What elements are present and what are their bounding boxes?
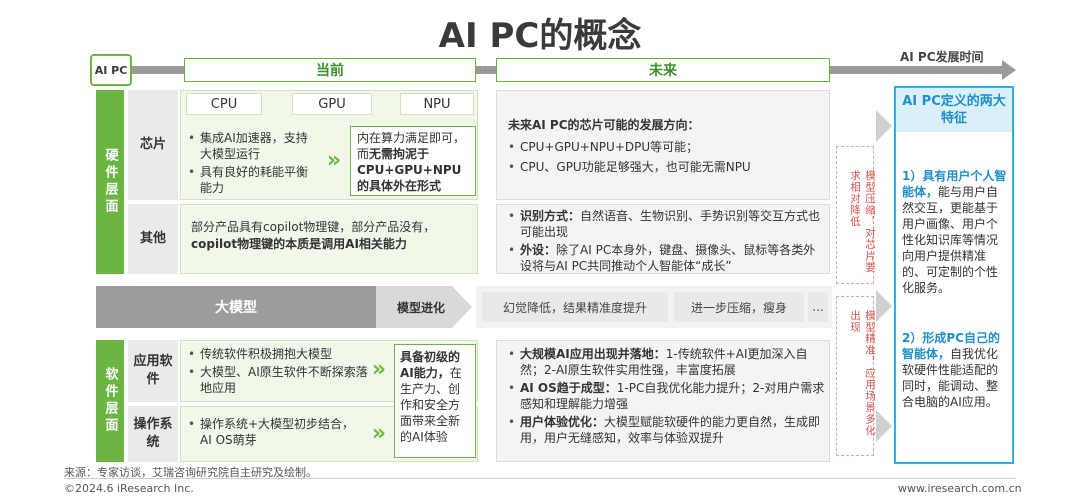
chevron-right-icon: » (326, 147, 342, 173)
chevron-right-icon: » (371, 356, 387, 382)
site-url: www.iresearch.com.cn (898, 482, 1022, 495)
chip-future-bullets: CPU+GPU+NPU+DPU等可能； CPU、GPU功能足够强大，也可能无需N… (508, 138, 824, 178)
software-future-bullets: 大规模AI应用出现并落地：1-传统软件+AI更加深入自然；2-AI原生软件实用性… (508, 346, 826, 448)
other-text-bold: copilot物理键的本质是调用AI相关能力 (191, 237, 407, 251)
chevron-right-icon: » (371, 420, 387, 446)
other-future-bullets: 识别方式：自然语音、生物识别、手势识别等交互方式也可能出现 外设：除了AI PC… (508, 208, 826, 276)
feature-2: 2）形成PC自己的智能体，自我优化软硬件性能适配的同时，能调动、整合电脑的AI应… (902, 330, 1008, 410)
side-note-box-bottom (836, 296, 874, 456)
chip-gpu: GPU (292, 93, 372, 115)
software-future-text: 1-PC自我优化能力提升；2-对用户需求感知和理解能力增强 (520, 381, 825, 411)
ai-pc-tag: AI PC (90, 54, 132, 86)
chip-row-label: 芯片 (128, 90, 178, 200)
software-future-text: 1-传统软件+AI更加深入自然；2-AI原生软件实用性强，丰富度拓展 (520, 347, 808, 377)
app-bullets: 传统软件积极拥抱大模型 大模型、AI原生软件不断探索落地应用 (188, 346, 370, 398)
big-model-bar: 大模型 (96, 286, 376, 328)
model-pill: ... (808, 292, 828, 322)
software-future-bold: 大规模AI应用出现并落地： (520, 347, 666, 361)
timeline-label: AI PC发展时间 (900, 50, 984, 64)
timeline-arrow-icon (1002, 60, 1016, 80)
chip-bullet: 具有良好的耗能平衡能力 (188, 164, 316, 196)
chip-bullets: 集成AI加速器，支持大模型运行 具有良好的耗能平衡能力 (188, 130, 316, 198)
software-future-bullet: AI OS趋于成型：1-PC自我优化能力提升；2-对用户需求感知和理解能力增强 (508, 380, 826, 412)
feature-1-bold: 1）具有用户个人智能体， (902, 169, 1007, 199)
os-row-label: 操作系统 (128, 406, 178, 462)
other-future-bullet: 外设：除了AI PC本身外，键盘、摄像头、鼠标等各类外设将与AI PC共同推动个… (508, 242, 826, 274)
side-note-bottom: 模型精准，应用场景多化出现 (849, 310, 876, 437)
other-future-bold: 外设： (520, 243, 557, 257)
model-evolve-arrow-icon (376, 286, 472, 328)
phase-current: 当前 (184, 58, 476, 82)
definition-title: AI PC定义的两大特征 (896, 88, 1012, 132)
copyright: ©2024.6 iResearch Inc. (64, 482, 194, 495)
software-future-bullet: 用户体验优化：大模型赋能软硬件的能力更自然，生成即用，用户无缝感知，效率与体验双… (508, 414, 826, 446)
other-text: 部分产品具有copilot物理键，部分产品没有， (191, 220, 436, 234)
definition-panel (894, 86, 1014, 464)
os-bullets: 操作系统+大模型初步结合，AI OS萌芽 (188, 416, 364, 450)
chip-future-bullet: CPU+GPU+NPU+DPU等可能； (508, 138, 824, 156)
software-future-text: 大模型赋能软硬件的能力更自然，生成即用，用户无缝感知，效率与体验双提升 (520, 415, 821, 445)
chip-future-bullet: CPU、GPU功能足够强大，也可能无需NPU (508, 158, 824, 176)
model-pill: 进一步压缩，瘦身 (674, 292, 804, 322)
feature-1-text: 能与用户自然交互，更能基于用户画像、用户个性化知识库等情况向用户提供精准的、可定… (902, 185, 999, 295)
other-future-bullet: 识别方式：自然语音、生物识别、手势识别等交互方式也可能出现 (508, 208, 826, 240)
software-future-bold: 用户体验优化： (520, 415, 605, 429)
software-highlight-bold: 具备初级的AI能力， (400, 350, 461, 380)
feature-2-text: 自我优化软硬件性能适配的同时，能调动、整合电脑的AI应用。 (902, 347, 999, 409)
other-row-label: 其他 (128, 204, 178, 274)
chip-cpu: CPU (186, 93, 262, 115)
chip-highlight-bold: 无需拘泥于CPU+GPU+NPU的具体外在形式 (357, 147, 462, 193)
app-bullet: 传统软件积极拥抱大模型 (188, 346, 370, 362)
side-note-box-top (836, 146, 874, 284)
software-highlight: 具备初级的AI能力，在生产力、创作和安全方面带来全新的AI体验 (394, 344, 476, 458)
chip-future-title: 未来AI PC的芯片可能的发展方向： (508, 118, 700, 132)
chip-highlight: 内在算力满足即可，而无需拘泥于CPU+GPU+NPU的具体外在形式 (350, 126, 476, 196)
chip-npu: NPU (400, 93, 474, 115)
other-future-text: 除了AI PC本身外，键盘、摄像头、鼠标等各类外设将与AI PC共同推动个人智能… (520, 243, 816, 273)
chip-bullet: 集成AI加速器，支持大模型运行 (188, 130, 316, 162)
phase-dots: …… (474, 60, 502, 75)
model-evolve-label: 模型进化 (396, 300, 445, 315)
model-pill: 幻觉降低，结果精准度提升 (482, 292, 668, 322)
page-title: AI PC的概念 (438, 16, 642, 56)
software-band: 软件层面 (96, 340, 124, 462)
footer-divider (64, 478, 1016, 479)
app-bullet: 大模型、AI原生软件不断探索落地应用 (188, 364, 370, 396)
feature-1: 1）具有用户个人智能体，能与用户自然交互，更能基于用户画像、用户个性化知识库等情… (902, 168, 1008, 296)
other-current-panel: 部分产品具有copilot物理键，部分产品没有， copilot物理键的本质是调用… (180, 204, 478, 274)
os-bullet: 操作系统+大模型初步结合，AI OS萌芽 (188, 416, 364, 448)
software-highlight-text: 在生产力、创作和安全方面带来全新的AI体验 (400, 366, 462, 444)
app-row-label: 应用软件 (128, 340, 178, 402)
phase-future: 未来 (496, 58, 830, 82)
software-future-bullet: 大规模AI应用出现并落地：1-传统软件+AI更加深入自然；2-AI原生软件实用性… (508, 346, 826, 378)
source-note: 来源：专家访谈，艾瑞咨询研究院自主研究及绘制。 (64, 466, 317, 479)
chevron-right-icon (876, 110, 892, 442)
software-future-bold: AI OS趋于成型： (520, 381, 617, 395)
hardware-band: 硬件层面 (96, 90, 124, 274)
feature-2-bold: 2）形成PC自己的智能体， (902, 331, 1000, 361)
side-note-top: 模型压缩，对芯片要求相对降低 (849, 170, 876, 274)
other-future-text: 自然语音、生物识别、手势识别等交互方式也可能出现 (520, 209, 821, 239)
other-future-bold: 识别方式： (520, 209, 581, 223)
chip-highlight-text: 内在算力满足即可，而 (357, 131, 466, 161)
